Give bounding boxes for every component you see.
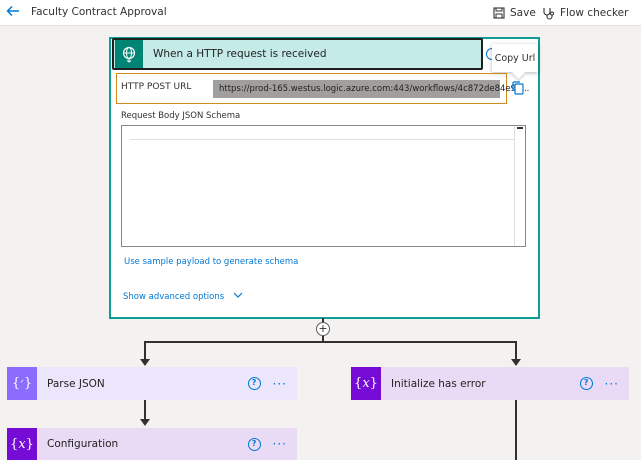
sample-payload-link[interactable]: Use sample payload to generate schema — [124, 257, 299, 267]
http-post-url-row: HTTP POST URL https://prod-165.westus.lo… — [116, 73, 529, 104]
back-arrow-icon[interactable] — [5, 3, 23, 21]
copy-url-icon[interactable] — [511, 80, 525, 96]
action-parse-json[interactable]: {ᐟ} Parse JSON ? ··· — [7, 367, 297, 400]
more-options-icon[interactable]: ··· — [604, 376, 619, 391]
flow-checker-button[interactable]: Flow checker — [542, 4, 628, 22]
help-icon[interactable]: ? — [579, 377, 593, 390]
arrow-down-icon — [140, 419, 150, 426]
variable-icon: {x} — [7, 428, 37, 460]
connector-mid — [322, 336, 324, 342]
schema-editor[interactable] — [121, 125, 526, 247]
flow-title: Faculty Contract Approval — [31, 6, 167, 18]
chevron-down-icon — [233, 292, 243, 298]
schema-scrollbar[interactable] — [514, 126, 525, 246]
arrow-down-icon — [511, 359, 521, 366]
help-icon[interactable]: ? — [247, 377, 261, 390]
save-button[interactable]: Save — [493, 4, 536, 22]
trigger-title: When a HTTP request is received — [153, 48, 327, 60]
help-icon[interactable] — [486, 48, 496, 60]
advanced-options-link[interactable]: Show advanced options — [123, 291, 243, 302]
globe-request-icon — [115, 40, 143, 68]
arrow-down-icon — [140, 359, 150, 366]
branch-right-line — [515, 341, 517, 360]
copy-url-tooltip: Copy Url — [492, 44, 538, 72]
action-initialize-has-error[interactable]: {x} Initialize has error ? ··· — [351, 367, 629, 400]
stethoscope-icon — [543, 7, 554, 20]
trigger-header[interactable]: When a HTTP request is received — [112, 38, 483, 70]
branch-connector — [144, 341, 517, 343]
schema-label: Request Body JSON Schema — [121, 111, 241, 121]
advanced-options-label: Show advanced options — [123, 292, 225, 302]
schema-editor-line — [130, 139, 515, 140]
connector-top — [322, 318, 324, 323]
action-configuration[interactable]: {x} Configuration ? ··· — [7, 428, 297, 460]
action-name: Configuration — [47, 438, 119, 450]
more-options-icon[interactable]: ··· — [272, 437, 287, 451]
variable-icon: {x} — [351, 367, 381, 400]
help-icon[interactable]: ? — [247, 437, 261, 451]
parse-json-icon: {ᐟ} — [7, 367, 37, 400]
connector-parse-config — [144, 400, 146, 420]
action-name: Parse JSON — [47, 377, 105, 390]
connector-right-continue — [515, 400, 517, 460]
save-icon — [493, 7, 505, 19]
http-post-url-field[interactable]: https://prod-165.westus.logic.azure.com:… — [213, 80, 529, 98]
designer-header: Faculty Contract Approval Save Flow chec… — [0, 0, 641, 26]
save-label: Save — [510, 7, 536, 19]
action-name: Initialize has error — [391, 377, 486, 390]
flow-checker-label: Flow checker — [560, 7, 629, 19]
branch-left-line — [144, 341, 146, 360]
http-post-url-label: HTTP POST URL — [121, 82, 192, 92]
more-options-icon[interactable]: ··· — [272, 376, 287, 391]
add-step-plus-icon[interactable]: + — [316, 322, 330, 336]
